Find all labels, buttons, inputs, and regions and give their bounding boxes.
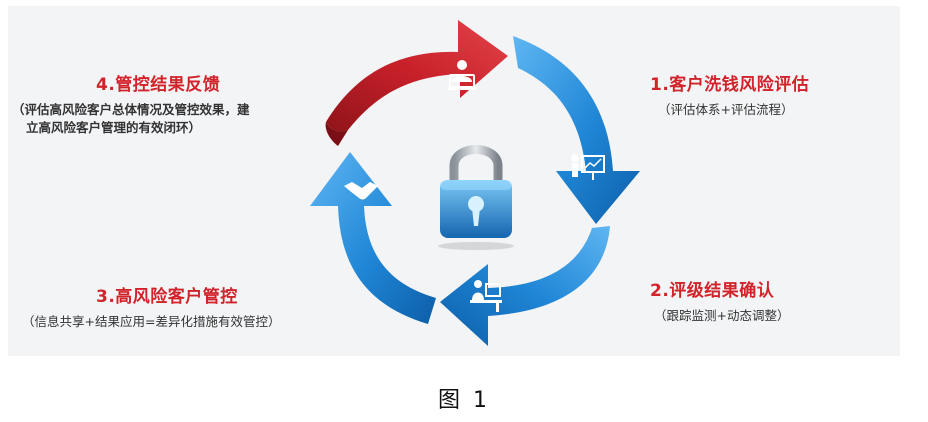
arrow-step-1 bbox=[513, 36, 640, 224]
diagram-panel: 1.客户洗钱风险评估 （评估体系+评估流程） 2.评级结果确认 （跟踪监测+动态… bbox=[8, 6, 900, 356]
step-3: 3.高风险客户管控 （信息共享+结果应用=差异化措施有效管控） bbox=[22, 282, 280, 331]
step-4-desc-line-2: 立高风险客户管理的有效闭环） bbox=[26, 120, 202, 135]
step-1: 1.客户洗钱风险评估 （评估体系+评估流程） bbox=[650, 70, 809, 119]
step-2-desc: （跟踪监测+动态调整） bbox=[654, 308, 790, 323]
arrow-step-4-fold bbox=[325, 122, 348, 146]
presentation-board-icon bbox=[571, 154, 605, 180]
step-4-desc: （评估高风险客户总体情况及管控效果，建 立高风险客户管理的有效闭环） bbox=[12, 101, 250, 137]
figure-caption: 图 1 bbox=[438, 388, 490, 413]
arrow-step-4 bbox=[326, 20, 508, 132]
step-3-desc: （信息共享+结果应用=差异化措施有效管控） bbox=[22, 314, 281, 329]
padlock-icon bbox=[438, 145, 514, 250]
step-4-desc-line-1: （评估高风险客户总体情况及管控效果，建 bbox=[12, 102, 250, 117]
step-2: 2.评级结果确认 （跟踪监测+动态调整） bbox=[650, 276, 789, 325]
step-4: 4.管控结果反馈 （评估高风险客户总体情况及管控效果，建 立高风险客户管理的有效… bbox=[12, 70, 250, 137]
arrow-step-3 bbox=[310, 152, 436, 324]
step-4-title: 4.管控结果反馈 bbox=[96, 75, 221, 95]
user-laptop-icon bbox=[448, 60, 476, 90]
arrow-step-2 bbox=[440, 226, 610, 346]
handshake-icon bbox=[344, 182, 378, 200]
step-1-title: 1.客户洗钱风险评估 bbox=[650, 75, 810, 95]
step-3-title: 3.高风险客户管控 bbox=[96, 287, 238, 307]
cycle-diagram bbox=[310, 20, 640, 346]
desk-worker-icon bbox=[470, 280, 502, 312]
step-1-desc: （评估体系+评估流程） bbox=[658, 102, 794, 117]
step-2-title: 2.评级结果确认 bbox=[650, 281, 775, 301]
